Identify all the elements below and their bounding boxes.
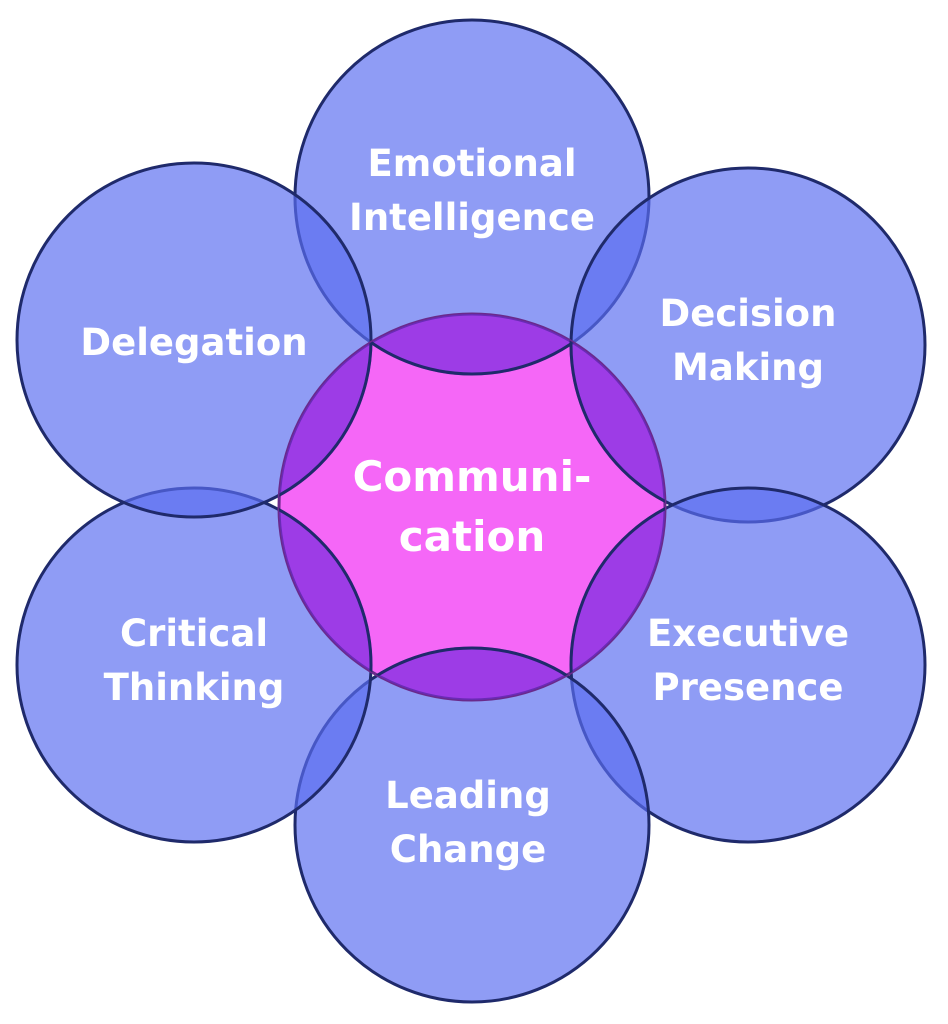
petal-label-decision-making-line-2: Making <box>672 346 824 389</box>
petal-label-critical-thinking-line-2: Thinking <box>104 666 285 709</box>
petal-circles <box>15 18 927 1004</box>
petal-label-critical-thinking-line-1: Critical <box>120 612 268 655</box>
petal-label-emotional-intelligence-line-1: Emotional <box>367 142 576 185</box>
petal-label-emotional-intelligence-line-2: Intelligence <box>349 196 595 239</box>
center-label-communication-line-2: cation <box>399 512 545 561</box>
overlap-lens-leading-change <box>293 646 651 700</box>
petal-circle-delegation <box>15 161 373 519</box>
overlap-lens-emotional-intelligence <box>293 314 651 376</box>
center-label-communication: Communi-cation <box>353 452 592 561</box>
petal-label-executive-presence-line-2: Presence <box>653 666 844 709</box>
petal-label-leading-change-line-2: Change <box>390 828 546 871</box>
petal-label-leading-change-line-1: Leading <box>385 774 551 817</box>
petal-label-delegation-line-1: Delegation <box>80 321 307 364</box>
center-label-communication-line-1: Communi- <box>353 452 592 501</box>
petal-label-delegation: Delegation <box>80 321 307 364</box>
petal-label-decision-making-line-1: Decision <box>660 292 837 335</box>
petal-label-executive-presence-line-1: Executive <box>647 612 849 655</box>
